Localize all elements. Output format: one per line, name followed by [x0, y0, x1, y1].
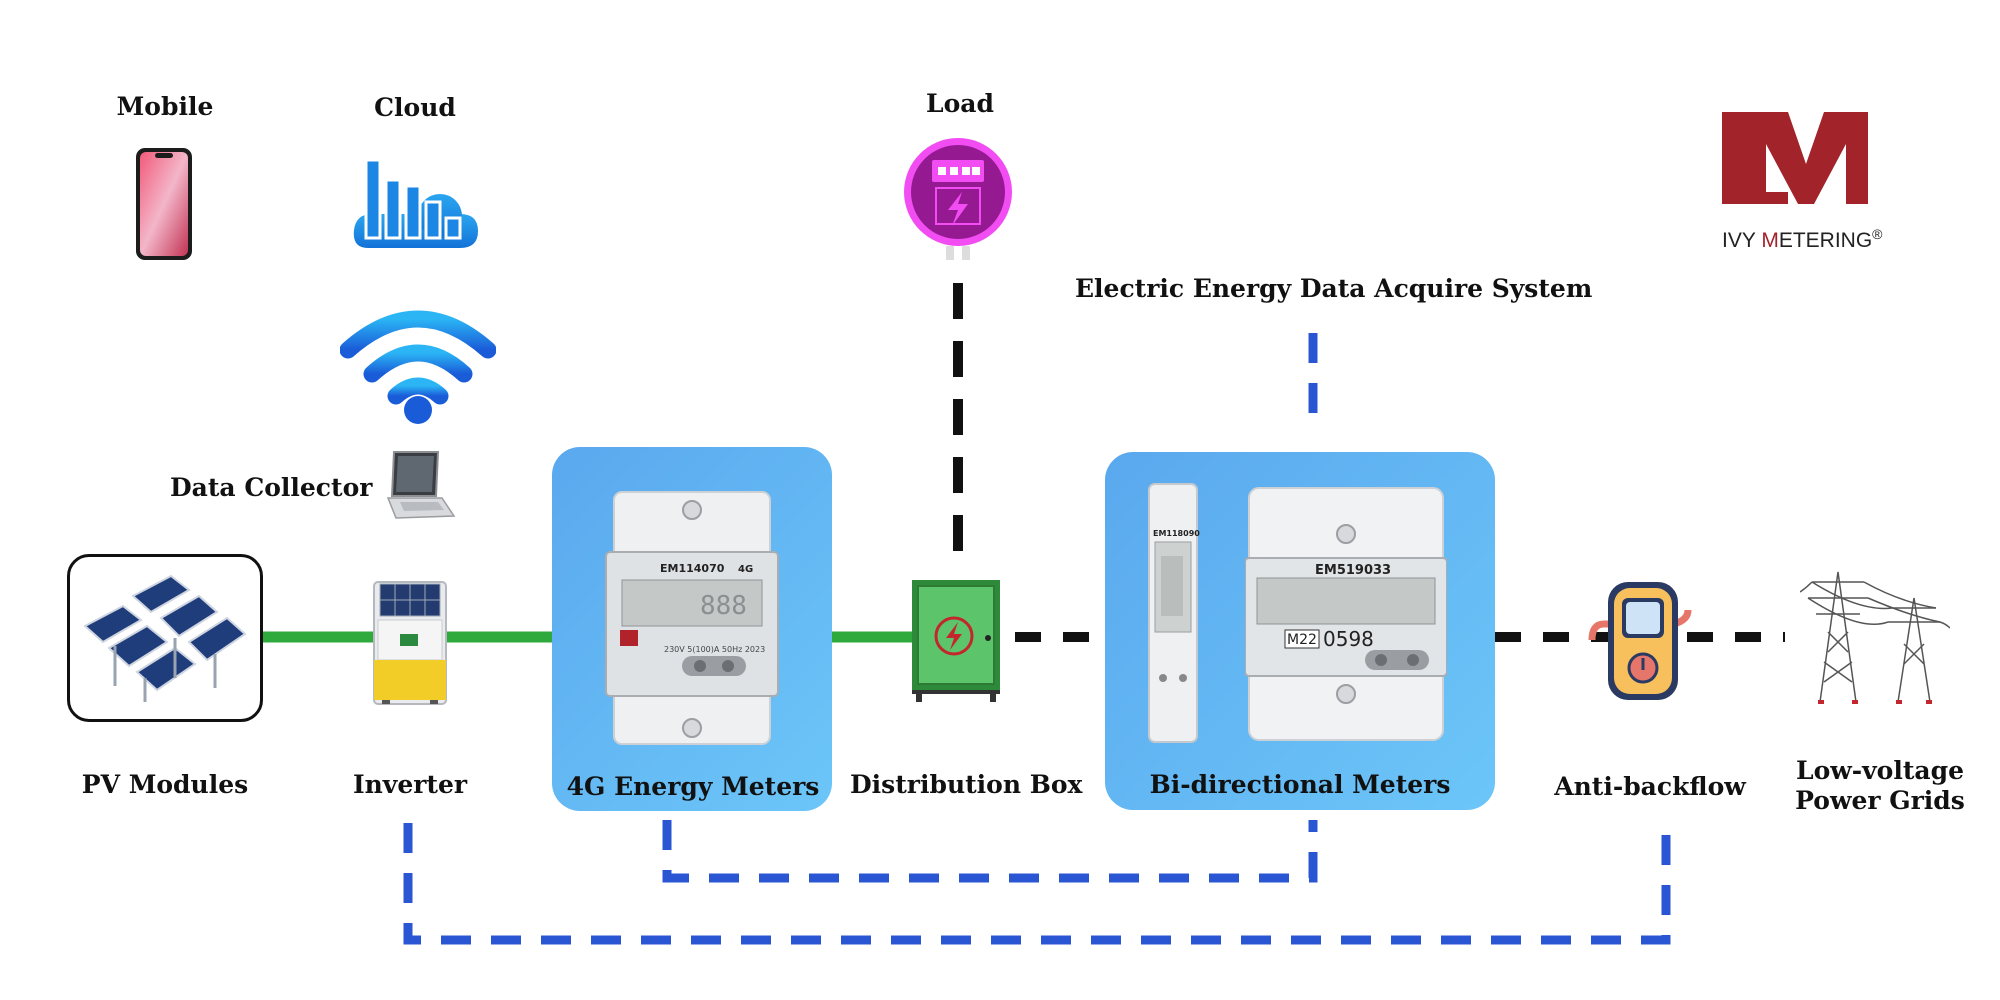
label-grids-line2: Power Grids	[1795, 786, 1965, 815]
laptop-icon	[386, 451, 456, 519]
brand-name-prefix: IVY	[1722, 229, 1762, 252]
data-loop-inner	[662, 820, 1318, 883]
brand-name-suffix: ETERING	[1778, 229, 1873, 252]
label-anti-backflow: Anti-backflow	[1554, 772, 1746, 801]
brand-registered: ®	[1872, 226, 1883, 242]
wifi-icon	[340, 310, 496, 424]
cloud-chart-icon	[353, 158, 478, 248]
ivy-metering-logo	[1722, 112, 1868, 204]
meter-519033-code: 0598	[1323, 627, 1374, 651]
brand-name-m: M	[1761, 229, 1779, 252]
label-cloud: Cloud	[374, 93, 456, 122]
meter-4g-rating: 230V 5(100)A 50Hz 2023	[664, 645, 765, 654]
label-pv-modules: PV Modules	[81, 770, 249, 799]
label-inverter: Inverter	[352, 770, 468, 799]
transmission-tower-icon	[1800, 571, 1950, 704]
label-mobile: Mobile	[116, 92, 214, 121]
label-bidirectional: Bi-directional Meters	[1149, 770, 1451, 799]
label-4g-meters: 4G Energy Meters	[566, 772, 820, 801]
brand-name: IVY METERING®	[1722, 226, 1882, 253]
data-loop-outer	[403, 823, 1671, 945]
meter-4g-model: EM114070	[660, 562, 725, 575]
label-grids: Low-voltage Power Grids	[1775, 756, 1985, 816]
meter-118090-icon: EM118090	[1148, 483, 1200, 743]
meter-4g-display: 888	[700, 591, 747, 621]
meter-519033-model: EM519033	[1315, 563, 1391, 578]
distribution-box-icon	[912, 580, 1000, 702]
label-system: Electric Energy Data Acquire System	[1075, 274, 1593, 303]
solar-panel-icon	[83, 574, 247, 702]
meter-519033-icon: EM519033 M22 0598	[1245, 487, 1447, 741]
inverter-icon	[373, 581, 447, 705]
label-load: Load	[926, 89, 994, 118]
phone-icon	[136, 148, 192, 260]
meter-118090-model: EM118090	[1153, 529, 1200, 538]
load-icon	[904, 138, 1012, 260]
meter-4g-icon: EM114070 4G 888 230V 5(100)A 50Hz 2023	[605, 491, 779, 745]
anti-backflow-icon	[1588, 582, 1692, 700]
label-data-collector: Data Collector	[170, 473, 373, 502]
label-grids-line1: Low-voltage	[1796, 756, 1964, 785]
meter-519033-badge: M22	[1287, 632, 1317, 648]
meter-4g-tag: 4G	[738, 564, 753, 575]
label-distribution-box: Distribution Box	[850, 770, 1083, 799]
